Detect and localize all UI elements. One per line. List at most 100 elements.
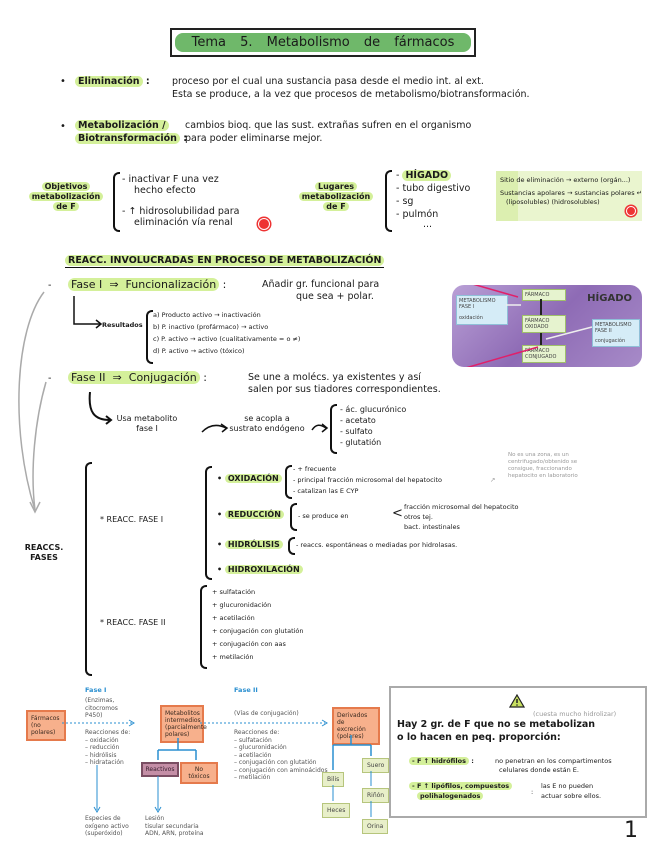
reaction-detail: - + frecuente [293,465,337,473]
result-item: a) Producto activo → inactivación [153,311,261,319]
dash: - [48,280,52,291]
phase2-name: Conjugación [128,371,197,384]
side-sub: oxidación [459,315,483,321]
warning-box: (cuesta mucho hidrolizar) Hay 2 gr. de F… [389,686,647,818]
objective-item: eliminación vía renal [134,217,233,228]
warning-intro: Hay 2 gr. de F que no se metabolizan [397,719,596,730]
text-line: oxígeno activo [85,822,129,830]
bullet: • [60,121,66,132]
phase2-reaction: + sulfatación [212,588,256,596]
objectives-label: Objetivos metabolización de F [22,182,110,212]
side-title: METABOLISMO FASE II [595,322,632,334]
warning-item-text: celulares donde están E. [499,766,579,774]
liver-title: HÍGADO [587,293,632,304]
label-line: de F [323,202,349,211]
term-highlight: - F ↑ hidrófilos [409,757,469,765]
reaction-detail: - se produce en [298,512,349,520]
phase2-highlight: Fase II ⇒ Conjugación [68,371,200,384]
grey-arrow-icon [18,291,47,514]
term-highlight: polihalogenados [417,792,484,800]
label-line: Lugares [314,182,358,191]
flow-feces-box: Heces [322,803,351,818]
reduction-site: otros tej. [404,513,433,521]
warning-item-text: las E no pueden [541,782,594,790]
result-item: b) P. inactivo (profármaco) → activo [153,323,269,331]
label-line: metabolización [298,192,374,201]
phase2-reaction: + conjugación con glutatión [212,627,304,635]
warning-item-term: polihalogenados [417,792,484,800]
text-line: (Enzimas, [85,697,115,704]
text-line: – sulfatación [234,736,272,744]
note-line: hepatocito en laboratorio [508,473,578,479]
phase2-desc: Se une a molécs. ya existentes y así [248,372,421,383]
def-text-line: proceso por el cual una sustancia pasa d… [172,76,484,87]
red-alert-icon [626,206,636,216]
flow-phase2-label: Fase II [234,686,258,694]
curved-arrow: ↗ [490,476,496,484]
text-line: Reacciones de: [234,729,280,736]
reaction-hidroxilacion: • HIDROXILACIÓN [217,565,303,575]
reduction-site: bact. intestinales [404,523,460,531]
arrow-icon [201,423,229,433]
reaction-reduccion: • REDUCCIÓN [217,510,284,520]
side-title: METABOLISMO FASE I [459,298,496,310]
def-text-line: para poder eliminarse mejor. [185,133,323,144]
result-item: d) P. activo → activo (tóxico) [153,347,245,355]
note-line: consigue, fraccionando [508,466,572,472]
text-line: – hidrólisis [85,751,117,759]
sticky-line: Sustancias apolares → sustancias polares… [500,189,643,197]
place-highlight: HÍGADO [402,170,452,181]
phase2-row: Fase II ⇒ Conjugación : [68,371,207,384]
def-term-biotransformacion: Biotransformación : [75,133,187,144]
phase2-desc: salen por sus tiadores correspondientes. [248,384,441,395]
label-line: Objetivos [41,182,91,191]
reaction-detail: - catalizan las E CYP [293,487,359,495]
text-line: (superóxido) [85,830,123,837]
phase2-reaction: + glucuronidación [212,601,272,609]
brace [330,404,337,454]
text-line: – metilación [234,774,271,781]
title-box: Tema 5. Metabolismo de fármacos [170,28,476,57]
couples-substrate: se acopla a sustrato endógeno [222,414,312,434]
liver-box-drug: FÁRMACO [522,289,566,301]
liver-side-right: METABOLISMO FASE II conjugación [592,319,640,347]
text-line: P450) [85,712,103,719]
term-label: Biotransformación [75,133,180,144]
box-line: polares) [165,731,190,738]
colon: : [531,788,534,796]
objective-item: hecho efecto [134,185,196,196]
section-heading: REACC. INVOLUCRADAS EN PROCESO DE METABO… [65,255,385,268]
warning-item-text: no penetran en los compartimentos [495,757,612,765]
red-alert-icon [258,218,270,230]
place-item: - pulmón [396,209,439,220]
text-line: – conjugación con glutatión [234,759,317,766]
flow-conj-routes: (Vías de conjugación) [234,710,299,717]
flow-metabolites-box: Metabolitos intermedios (parcialmente po… [160,705,207,743]
conjugate-item: - acetato [340,416,376,425]
text-line: ADN, ARN, proteína [145,830,204,837]
liver-arrows [466,285,593,367]
brace [385,170,392,232]
text-line: – oxidación [85,736,119,744]
def-term-eliminacion: Eliminación : [75,76,150,87]
phase1-row: Fase I ⇒ Funcionalización : [68,278,226,291]
box-line: Fármacos [31,715,60,722]
flow-excretion-box: Derivados de excreción (polares) [332,707,380,745]
liver-side-left: METABOLISMO FASE I oxidación [456,295,508,325]
warning-intro: o lo hacen en peq. proporción: [397,732,561,743]
reduction-site: fracción microsomal del hepatocito [404,503,519,511]
page-title: Tema 5. Metabolismo de fármacos [175,33,471,52]
term-label: Eliminación [75,76,143,87]
note-line: centrifugado/obtenido se [508,459,578,465]
brace [288,537,295,555]
flow-phase2-reactions: Reacciones de: – sulfatación – glucuroni… [234,729,328,782]
flow-kidney-box: Riñón [362,788,390,803]
label-line: FASES [30,553,58,562]
text-line: – hidratación [85,759,124,766]
heading-text: REACC. INVOLUCRADAS EN PROCESO DE METABO… [65,255,385,266]
flow-reactive-box: Reactivos [141,762,179,777]
reaction-name: OXIDACIÓN [224,474,282,483]
couples-line: sustrato endógeno [229,424,305,433]
def-text-line: cambios bioq. que las sust. extrañas suf… [185,120,472,131]
liver-box-conjugated: FÁRMACO CONJUGADO [522,345,566,363]
